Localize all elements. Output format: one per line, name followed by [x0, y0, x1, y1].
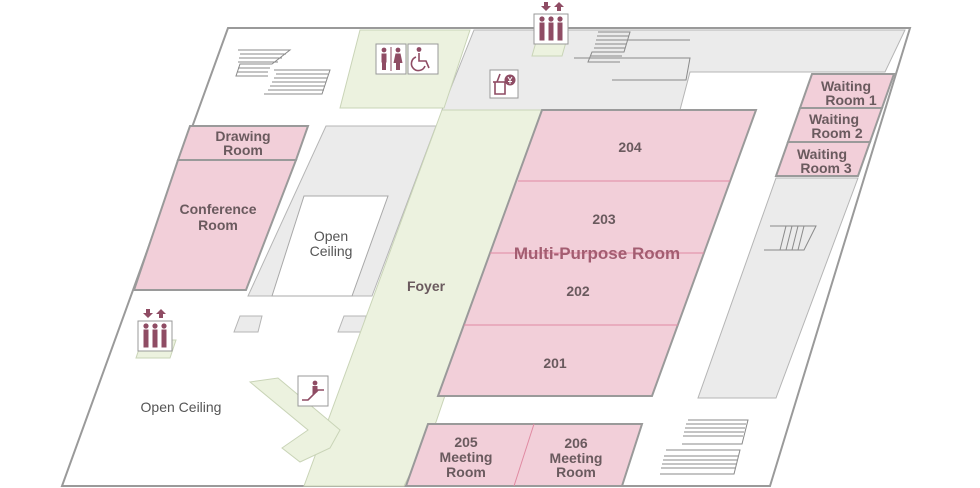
stairs-icon [235, 49, 331, 95]
stairs-icon [764, 225, 817, 251]
open-ceiling-label: Ceiling [310, 243, 353, 259]
waiting-room-3-label: Waiting [797, 146, 847, 162]
room-202-label: 202 [566, 283, 590, 299]
vending-icon[interactable] [489, 69, 519, 99]
meeting-room-205-label: 205 [454, 434, 478, 450]
open-ceiling-west-label: Open Ceiling [141, 399, 222, 415]
meeting-room-205-label: Meeting [440, 449, 493, 465]
waiting-room-2-label: Waiting [809, 111, 859, 127]
foyer-label: Foyer [407, 278, 446, 294]
drawing-room-label: Drawing [215, 128, 270, 144]
east-core-wall [697, 177, 859, 399]
escalator-icon[interactable] [297, 375, 329, 407]
drawing-room-label: Room [223, 142, 263, 158]
waiting-room-1-label: Room 1 [825, 92, 877, 108]
waiting-room-1-label: Waiting [821, 78, 871, 94]
conference-room-label: Conference [179, 201, 256, 217]
open-ceiling-center [271, 195, 389, 297]
multi-purpose-room-label: Multi-Purpose Room [514, 244, 680, 263]
open-ceiling-label: Open [314, 228, 348, 244]
elevator-icon[interactable] [137, 309, 173, 352]
meeting-room-205-label: Room [446, 464, 486, 480]
waiting-room-2-label: Room 2 [811, 125, 863, 141]
room-203-label: 203 [592, 211, 616, 227]
meeting-room-206-label: 206 [564, 435, 588, 451]
divider-205-206 [513, 423, 535, 487]
corridor-block-a [233, 315, 263, 333]
stairs-icon [574, 31, 691, 81]
waiting-room-3-label: Room 3 [800, 160, 852, 176]
escalator-area[interactable] [248, 377, 341, 463]
waiting-room-3[interactable] [774, 141, 872, 177]
meeting-room-206-label: Meeting [550, 450, 603, 466]
elevator-icon[interactable] [533, 2, 569, 45]
restroom-icon[interactable] [375, 43, 407, 75]
meeting-room-206-label: Room [556, 464, 596, 480]
conference-room-label: Room [198, 217, 238, 233]
room-201-label: 201 [543, 355, 567, 371]
room-204-label: 204 [618, 139, 642, 155]
stairs-icon [660, 419, 749, 475]
conference-room[interactable] [132, 159, 298, 291]
accessible-icon[interactable] [407, 43, 439, 75]
